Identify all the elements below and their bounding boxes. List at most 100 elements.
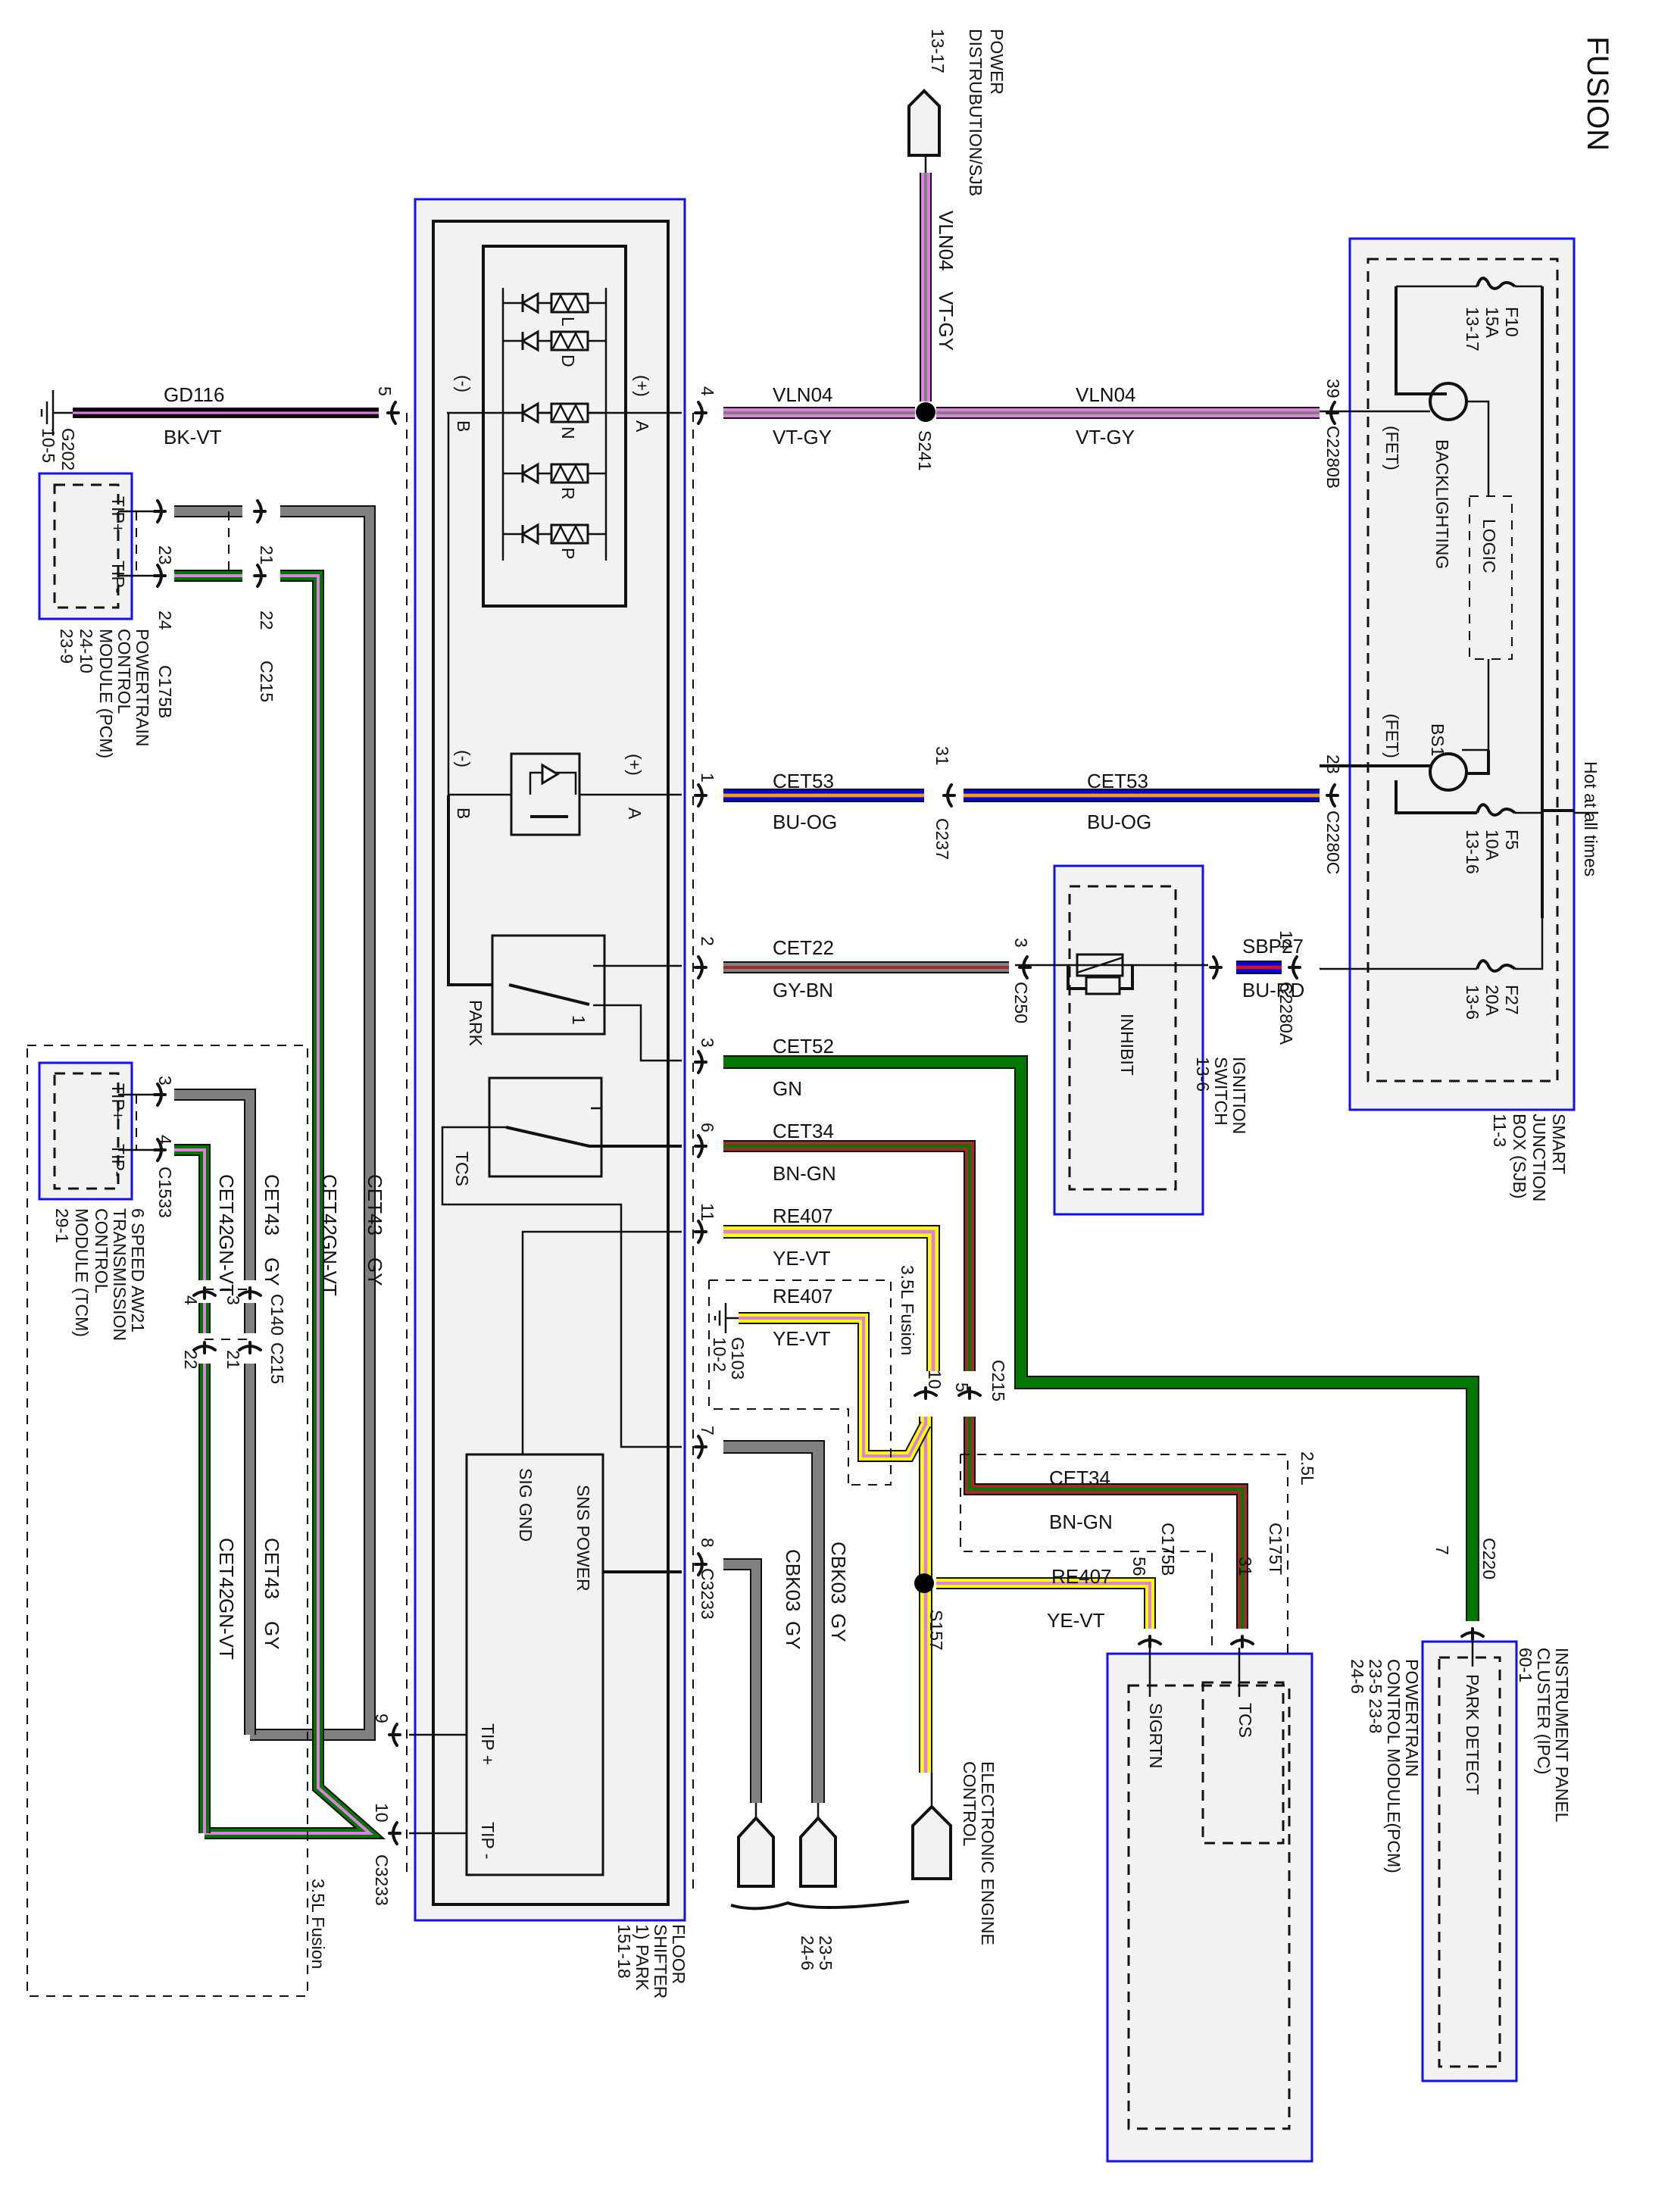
wire-cet34-b-color: BN-GN [1049,1511,1113,1533]
connector-pin4 [694,401,707,425]
wire-re407-pcm[interactable] [936,1577,1156,1629]
pin-gd116: 5 [375,386,395,396]
backlighting-fet-type: (FET) [1382,426,1402,470]
option-35l-fusion-mid: 3.5L Fusion [898,1265,917,1355]
connector-c2280b [1326,401,1339,425]
brace-icon [730,1900,910,1911]
indicator-label: R [558,487,578,500]
eec-connector[interactable]: ELECTRONIC ENGINE CONTROL [911,1761,998,1945]
shifter-plus: (+) [632,375,652,397]
eec-line2: CONTROL [960,1761,979,1847]
splice-s241[interactable] [916,402,935,422]
tcm-line2: TRANSMISSION [110,1208,130,1341]
ignition-switch-module[interactable]: INHIBIT IGNITION SWITCH 13-6 [1015,864,1249,1216]
ground-g202: G202 10-5 [39,390,78,470]
wire-cet34-lower[interactable] [964,1417,1248,1629]
cbk03-connectors[interactable]: 23-5 24-6 [730,1803,910,1970]
tcm-module[interactable]: TIP+ TIP- 6 SPEED AW21 TRANSMISSION CONT… [27,1045,308,1997]
pcm-top-tip-minus: TIP- [108,561,128,593]
wire-cet52[interactable] [723,1055,1479,1621]
pcm-top-line1: POWERTRAIN [133,629,152,746]
indicator-r: R [503,462,606,500]
cbk-ref2: 24-6 [798,1936,817,1970]
fuse-f10-icon [1476,276,1516,290]
diagram-title: FUSION [1581,36,1614,151]
connector-c250-left [1018,955,1032,979]
wire-cbk03-b[interactable] [723,1558,762,1803]
conn-c215-top: C215 [257,661,276,702]
wire-re407-b-circuit: RE407 [1051,1565,1112,1588]
connector-c175t-31 [1230,1635,1254,1648]
fuse-f5-id: F5 [1502,830,1522,850]
connector-c2280a [1288,955,1301,979]
wire-gd116-color: BK-VT [164,426,222,448]
tcs-label: TCS [452,1151,472,1186]
wire-cet43-tcm-circuit: CET43 [261,1174,283,1236]
wire-cet42-tcm-circuit: CET42 [215,1174,238,1236]
connector-c215-10 [914,1386,938,1400]
pcm-top-module[interactable]: TIP+ TIP- POWERTRAIN CONTROL MODULE (PCM… [38,472,230,758]
pin-shifter-10: 10 [372,1803,392,1823]
wire-cbk03-a[interactable] [723,1440,825,1803]
pin-re407-11: 11 [698,1203,717,1221]
connector-pin6 [694,1134,707,1158]
wire-vln04-left-color: VT-GY [773,426,832,448]
wire-re407-ground[interactable] [739,1312,932,1462]
wire-cet53-right-circuit: CET53 [1087,770,1148,792]
splice-s157-label: S157 [926,1610,946,1651]
indicator-l: L [503,292,606,326]
connector-pcm-23 [153,499,167,523]
connector-pin11 [694,1220,707,1244]
pin-shifter-9: 9 [372,1714,392,1723]
tcm-tip-plus: TIP+ [108,1083,128,1120]
wire-cet43-left-color: GY [364,1258,386,1286]
tcm-line3: CONTROL [92,1208,111,1294]
splice-s157[interactable] [914,1573,934,1593]
wire-cet43-low-circuit: CET43 [261,1538,283,1599]
wire-vln04-right-circuit: VLN04 [1076,383,1136,406]
smart-junction-box[interactable]: F10 15A 13-17 F5 10A 13-16 F27 20A 13-6 … [1320,237,1601,1201]
connector-c215-21b [238,1341,262,1354]
ground-g202-ref: 10-5 [39,428,58,463]
pcm-top-line3: MODULE (PCM) [96,629,116,758]
shifter-name-line2: SHIFTER [651,1924,670,1998]
fuse-f27-id: F27 [1502,985,1522,1015]
wire-cet42-top[interactable] [174,570,386,1839]
fuse-f10-id: F10 [1502,307,1522,337]
ipc-park-detect-label: PARK DETECT [1463,1674,1482,1795]
conn-c3233-top: C3233 [698,1568,717,1620]
pcm-bottom-module[interactable]: SIGRTN TCS POWERTRAIN CONTROL MODULE(PCM… [1106,1648,1422,2163]
wire-cet42-tcm[interactable] [174,1144,211,1833]
wire-re407-g-color: YE-VT [773,1327,831,1350]
ipc-module[interactable]: PARK DETECT INSTRUMENT PANEL CLUSTER (IP… [1421,1632,1572,2082]
pin-cet34-31: 31 [1235,1557,1255,1576]
wire-cet34[interactable] [723,1140,976,1371]
wire-cet22-color: GY-BN [773,979,833,1001]
connector-c220-7 [1460,1627,1485,1641]
fuse-f10-rating: 15A [1482,307,1502,339]
connector-pin10 [388,1821,401,1845]
shifter-a-2: A [625,808,645,820]
conn-c175t: C175T [1266,1523,1285,1575]
pin-cet52-7: 7 [1432,1545,1452,1555]
power-dist-line1: POWER [987,29,1007,95]
conn-c2280a: C2280A [1276,982,1296,1045]
conn-c215-mid: C215 [989,1360,1008,1401]
pin-cet34-6: 6 [698,1123,717,1133]
connector-c215-21 [253,499,267,523]
pin-pcm-23: 23 [155,545,175,565]
wire-re407-circuit: RE407 [773,1204,833,1227]
wire-sbp27-circuit: SBP27 [1242,935,1304,958]
conn-c175b-bottom: C175B [1158,1523,1178,1576]
power-distribution-connector[interactable]: POWER DISTRUBUTION/SJB 13-17 [907,29,1007,196]
conn-c250-left: C250 [1011,982,1031,1023]
wire-cet43-top[interactable] [174,505,376,1741]
wire-cet43-tcm[interactable] [174,1089,256,1735]
pin-c215-tcm-22: 22 [181,1350,201,1370]
wire-re407[interactable] [723,1225,940,1371]
led-icon [520,401,539,424]
wire-cbk03-a-circuit: CBK03 [827,1542,850,1604]
connector-c140-4 [192,1286,217,1300]
connector-pin1 [694,783,707,808]
